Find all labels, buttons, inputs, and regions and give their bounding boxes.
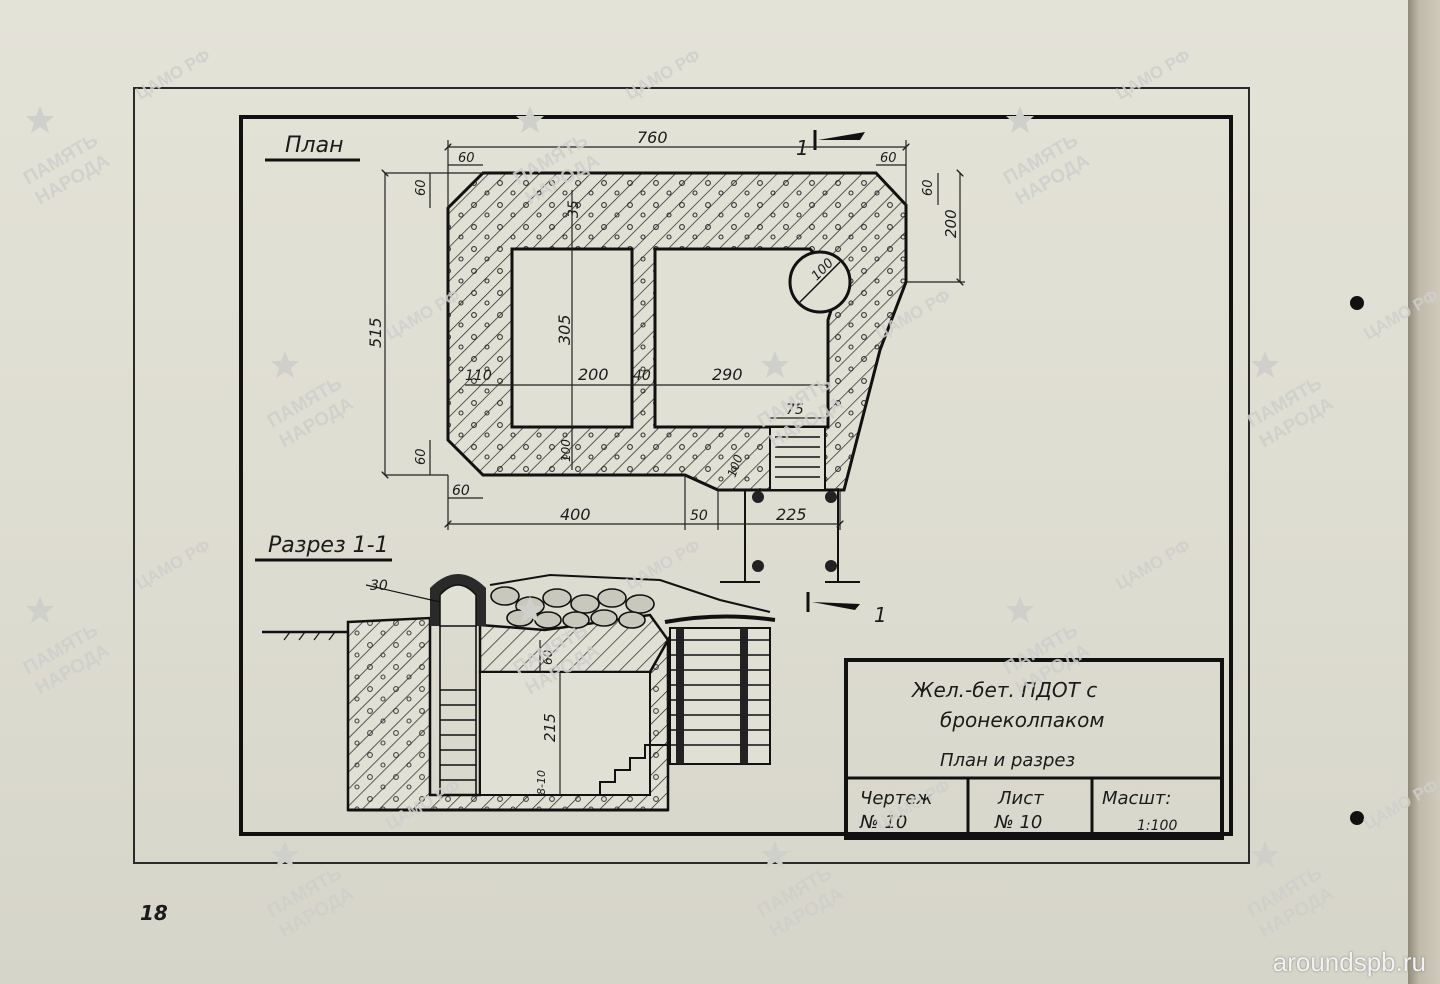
title-block: Жел.-бет. ПДОТ с бронеколпаком План и ра… <box>844 658 1224 840</box>
plan-title: План <box>285 133 343 158</box>
svg-text:515: 515 <box>366 317 385 348</box>
svg-text:60: 60 <box>880 151 897 166</box>
svg-text:60: 60 <box>414 179 429 196</box>
svg-text:225: 225 <box>776 505 807 524</box>
svg-text:75: 75 <box>786 402 804 418</box>
section-interior <box>479 671 651 796</box>
svg-text:ЦАМО РФ: ЦАМО РФ <box>133 46 214 104</box>
scale-value: 1:100 <box>1137 818 1177 834</box>
svg-text:35: 35 <box>566 200 582 218</box>
plan-view: План 100 <box>265 128 965 627</box>
section-title: Разрез 1-1 <box>268 533 389 558</box>
archive-page <box>0 0 1410 984</box>
ladder-shaft <box>439 626 477 795</box>
svg-text:1: 1 <box>874 603 887 627</box>
sheet-number: № 10 <box>994 812 1042 833</box>
trench-posts <box>752 491 837 572</box>
outer-frame <box>133 87 1250 864</box>
svg-text:215: 215 <box>541 713 559 742</box>
stone-backfill <box>490 586 655 629</box>
svg-text:60: 60 <box>452 483 470 499</box>
plan-dimensions: 760 60 60 60 60 200 515 35 305 110 200 4… <box>366 128 960 524</box>
trench-walls <box>720 490 860 583</box>
page-binding-edge <box>1408 0 1440 984</box>
svg-text:100: 100 <box>559 439 573 462</box>
inner-frame <box>239 115 1233 836</box>
svg-text:ЦАМО РФ: ЦАМО РФ <box>1113 46 1194 104</box>
timber-trench <box>664 614 776 765</box>
title-line-2: бронеколпаком <box>940 708 1104 732</box>
section-view: Разрез 1-1 30 <box>255 533 776 812</box>
section-mark-top: 1 <box>796 130 865 160</box>
svg-text:60: 60 <box>414 448 429 465</box>
svg-text:ЦАМО РФ: ЦАМО РФ <box>1361 286 1440 344</box>
scale-label: Масшт: <box>1102 788 1171 809</box>
sheet-label: Лист <box>997 788 1044 809</box>
svg-text:ЦАМО РФ: ЦАМО РФ <box>1113 536 1194 594</box>
svg-text:1: 1 <box>796 136 809 160</box>
svg-text:60: 60 <box>458 151 475 166</box>
svg-text:40: 40 <box>633 368 651 384</box>
drawing-label: Чертеж <box>860 788 933 809</box>
armored-cupola: 30 <box>365 574 486 627</box>
svg-text:ЦАМО РФ: ЦАМО РФ <box>623 536 704 594</box>
section-steps <box>599 744 668 795</box>
page-number: 18 <box>140 901 168 925</box>
site-watermark: aroundspb.ru <box>1272 947 1426 977</box>
svg-text:ЦАМО РФ: ЦАМО РФ <box>623 46 704 104</box>
section-mark-bottom: 1 <box>806 592 887 627</box>
svg-text:ЦАМО РФ: ЦАМО РФ <box>133 536 214 594</box>
svg-text:ЦАМО РФ: ЦАМО РФ <box>1361 776 1440 834</box>
title-line-1: Жел.-бет. ПДОТ с <box>910 678 1097 702</box>
drawing-number: № 10 <box>859 812 907 833</box>
svg-text:760: 760 <box>637 128 668 147</box>
svg-text:8-10: 8-10 <box>535 770 548 795</box>
svg-text:290: 290 <box>712 365 743 384</box>
title-line-3: План и разрез <box>940 750 1075 771</box>
svg-text:110: 110 <box>465 368 492 384</box>
svg-text:200: 200 <box>578 365 609 384</box>
svg-text:305: 305 <box>555 314 574 345</box>
svg-text:50: 50 <box>690 508 708 524</box>
svg-text:30: 30 <box>370 578 388 594</box>
svg-text:400: 400 <box>560 505 591 524</box>
svg-text:60: 60 <box>541 649 555 665</box>
punch-holes <box>1350 296 1364 825</box>
svg-text:60: 60 <box>921 179 936 196</box>
svg-text:200: 200 <box>942 209 960 238</box>
